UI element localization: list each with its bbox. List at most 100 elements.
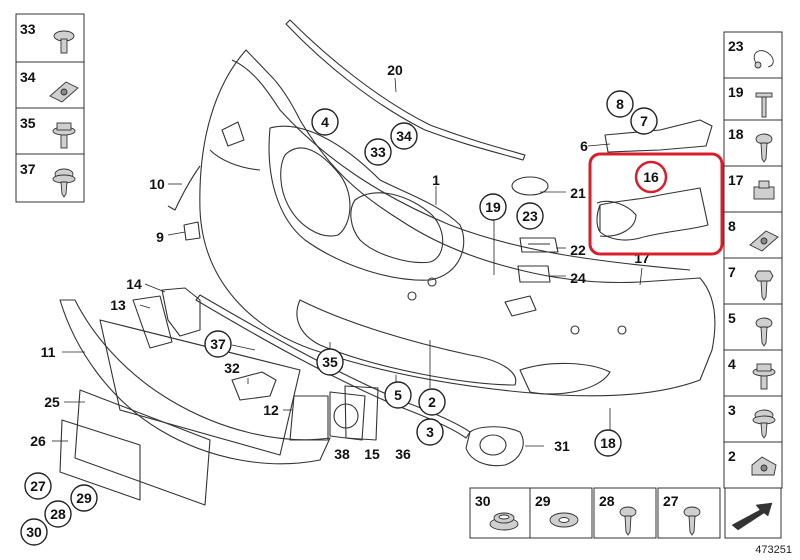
callout-number: 29 xyxy=(76,490,92,506)
callout-5: 5 xyxy=(384,381,412,409)
callout-12: 12 xyxy=(263,402,279,418)
callout-circle xyxy=(24,472,52,500)
callout-10: 10 xyxy=(149,176,165,192)
push-rivet-icon xyxy=(53,30,75,54)
callout-19: 19 xyxy=(479,193,507,221)
callout-number: 33 xyxy=(370,144,386,160)
part-box-5: 5 xyxy=(723,303,783,351)
lower-grille-mesh xyxy=(99,319,301,456)
bumper-inner-line xyxy=(209,149,261,171)
callout-number: 27 xyxy=(30,478,46,494)
callout-4: 4 xyxy=(311,108,339,136)
callout-number: 17 xyxy=(634,250,650,266)
callout-36: 36 xyxy=(395,446,411,462)
callout-circle xyxy=(364,138,392,166)
hex-bolt-washer-icon xyxy=(52,122,76,149)
callout-number: 32 xyxy=(224,360,240,376)
part-box-number: 30 xyxy=(475,493,491,509)
part-box-frame xyxy=(723,31,783,79)
upper-seal-strip xyxy=(285,19,526,161)
screw-icon xyxy=(755,133,773,163)
callout-circle xyxy=(390,122,418,150)
part-box-number: 8 xyxy=(728,218,736,234)
callout-16: 16 xyxy=(643,169,659,185)
callout-circle xyxy=(479,193,507,221)
callout-number: 37 xyxy=(210,336,226,352)
cable xyxy=(167,165,201,211)
callout-circle xyxy=(416,418,444,446)
callout-14: 14 xyxy=(126,276,142,292)
bumper-upper-edge xyxy=(231,59,691,271)
callout-number: 30 xyxy=(26,524,42,540)
callout-number: 25 xyxy=(44,394,60,410)
callout-34: 34 xyxy=(390,122,418,150)
callout-circle xyxy=(606,90,634,118)
mesh-insert-14 xyxy=(161,287,201,337)
part-box-2: 2 xyxy=(723,441,783,489)
callout-number: 26 xyxy=(30,433,46,449)
callout-28: 28 xyxy=(44,500,72,528)
callout-number: 38 xyxy=(334,446,350,462)
clip-nut-icon xyxy=(749,230,779,252)
bracket-24 xyxy=(517,265,551,283)
part-box-number: 19 xyxy=(728,84,744,100)
callout-number: 24 xyxy=(570,270,586,286)
part-box-30: 30 xyxy=(469,487,533,539)
part-box-frame xyxy=(723,165,783,213)
callout-circle xyxy=(630,107,658,135)
callout-6: 6 xyxy=(580,138,588,154)
part-box-number: 7 xyxy=(728,264,736,280)
callout-number: 21 xyxy=(570,185,586,201)
callout-7: 7 xyxy=(630,107,658,135)
brake-air-duct-mouth xyxy=(596,200,637,237)
callout-3: 3 xyxy=(416,418,444,446)
clip-nut-icon xyxy=(49,81,79,103)
callout-number: 16 xyxy=(643,169,659,185)
part-box-number: 5 xyxy=(728,310,736,326)
callout-number: 13 xyxy=(110,297,126,313)
callout-number: 22 xyxy=(570,242,586,258)
callout-20: 20 xyxy=(387,62,403,78)
callout-number: 9 xyxy=(156,229,164,245)
part-box-7: 7 xyxy=(723,257,783,305)
tow-eye-opening xyxy=(504,295,537,317)
callout-number: 5 xyxy=(394,387,402,403)
callout-circle xyxy=(311,108,339,136)
callout-number: 18 xyxy=(600,435,616,451)
cap xyxy=(183,221,201,241)
callout-37: 37 xyxy=(204,330,232,358)
part-box-number: 18 xyxy=(728,126,744,142)
part-box-number: 17 xyxy=(728,172,744,188)
callout-1: 1 xyxy=(432,172,440,188)
callout-38: 38 xyxy=(334,446,350,462)
callout-circle xyxy=(594,429,622,457)
part-box-28: 28 xyxy=(593,487,657,539)
part-box-8: 8 xyxy=(723,211,783,259)
hex-screw-icon xyxy=(754,270,774,301)
direction-arrow-icon xyxy=(731,502,773,531)
callout-11: 11 xyxy=(41,344,56,360)
callout-circle xyxy=(516,202,544,230)
callout-26: 26 xyxy=(30,433,46,449)
callout-31: 31 xyxy=(554,438,570,454)
grommet-icon xyxy=(489,512,519,531)
part-box-4: 4 xyxy=(723,349,783,397)
part-box-frame xyxy=(723,257,783,305)
screw-icon xyxy=(683,506,701,536)
side-vent xyxy=(221,121,245,147)
callout-number: 31 xyxy=(554,438,570,454)
callout-25: 25 xyxy=(44,394,60,410)
callout-number: 8 xyxy=(616,96,624,112)
kidney-grille-right xyxy=(350,192,444,264)
callout-number: 7 xyxy=(640,113,648,129)
bumper-cover xyxy=(199,49,716,397)
callout-18: 18 xyxy=(594,429,622,457)
torx-screw-icon xyxy=(752,409,776,439)
callout-number: 10 xyxy=(149,176,165,192)
callout-30: 30 xyxy=(20,518,48,546)
callout-number: 6 xyxy=(580,138,588,154)
sensor-hole xyxy=(617,325,627,335)
side-bracket-rail xyxy=(604,119,713,153)
direction-arrow-box xyxy=(724,487,782,539)
callout-number: 19 xyxy=(485,199,501,215)
